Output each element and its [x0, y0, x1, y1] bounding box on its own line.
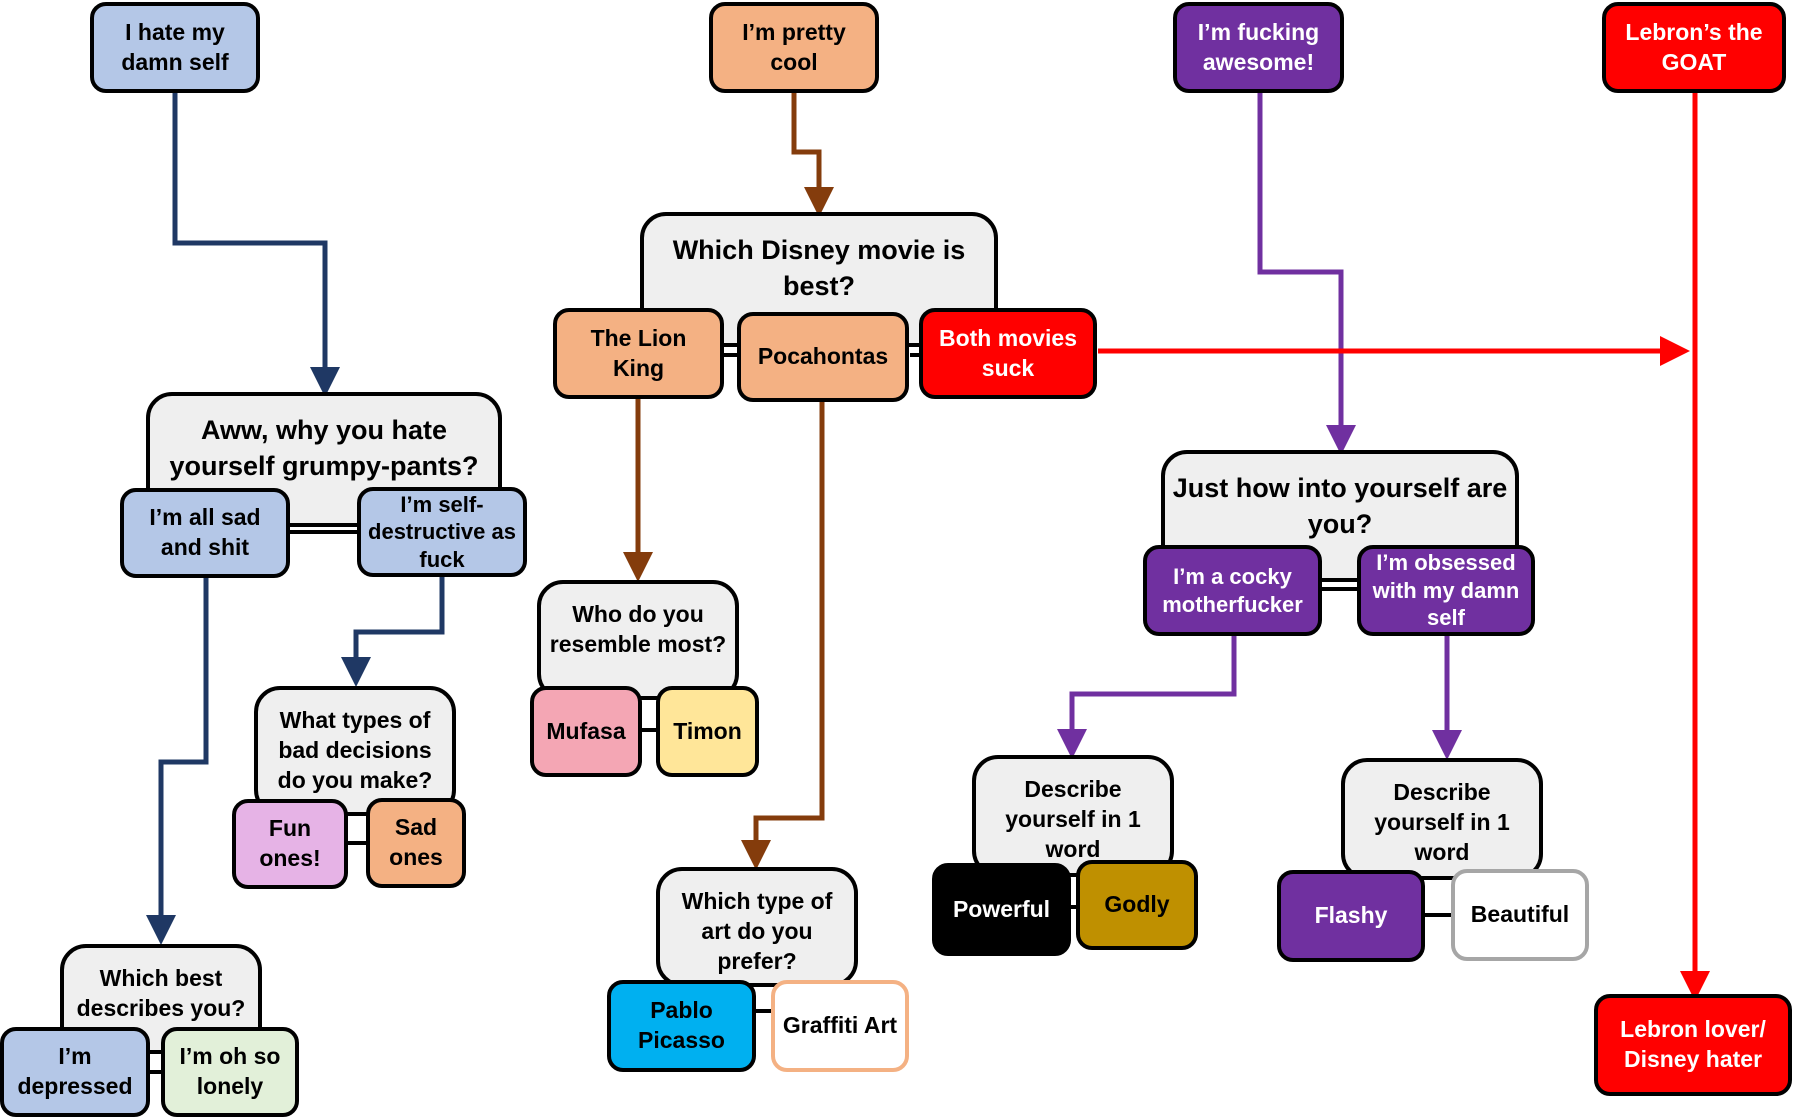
option-depressed: I’m depressed [0, 1027, 150, 1117]
option-godly: Godly [1076, 860, 1198, 950]
question-resemble: Who do you resemble most? [537, 580, 739, 700]
option-mufasa: Mufasa [530, 686, 642, 777]
arrow-pocahontas-to-art [741, 402, 825, 870]
option-both-suck: Both movies suck [919, 308, 1097, 399]
option-lonely: I’m oh so lonely [161, 1027, 299, 1117]
arrow-sad-to-which-best [146, 578, 209, 945]
node-awesome: I’m fucking awesome! [1173, 2, 1344, 93]
arrow-cool-to-disney [791, 93, 834, 217]
arrow-destructive-to-bad-decisions [341, 575, 445, 687]
arrow-cocky-to-describe1 [1057, 636, 1237, 759]
option-picasso: Pablo Picasso [607, 980, 756, 1072]
node-lebron-goat: Lebron’s the GOAT [1602, 2, 1786, 93]
node-lebron-lover: Lebron lover/ Disney hater [1594, 994, 1792, 1096]
option-timon: Timon [656, 686, 759, 777]
question-art-type: Which type of art do you prefer? [656, 867, 858, 987]
option-lion-king: The Lion King [553, 308, 724, 399]
question-bad-decisions: What types of bad decisions do you make? [254, 686, 456, 816]
option-pocahontas: Pocahontas [737, 312, 909, 402]
question-describe-2: Describe yourself in 1 word [1341, 758, 1543, 880]
option-sad-ones: Sad ones [366, 798, 466, 888]
node-hate-self: I hate my damn self [90, 2, 260, 93]
arrow-awesome-to-into [1257, 93, 1356, 455]
option-all-sad: I’m all sad and shit [120, 488, 290, 578]
option-obsessed: I’m obsessed with my damn self [1357, 545, 1535, 636]
option-beautiful: Beautiful [1451, 869, 1589, 961]
option-fun-ones: Fun ones! [232, 799, 348, 889]
option-cocky: I’m a cocky motherfucker [1143, 545, 1322, 636]
option-powerful: Powerful [932, 863, 1071, 956]
arrow-hate-to-why [172, 93, 340, 397]
question-describe-1: Describe yourself in 1 word [972, 755, 1174, 877]
node-pretty-cool: I’m pretty cool [709, 2, 879, 93]
option-self-destructive: I’m self-destructive as fuck [357, 487, 527, 577]
option-flashy: Flashy [1277, 870, 1425, 962]
option-graffiti: Graffiti Art [771, 980, 909, 1072]
